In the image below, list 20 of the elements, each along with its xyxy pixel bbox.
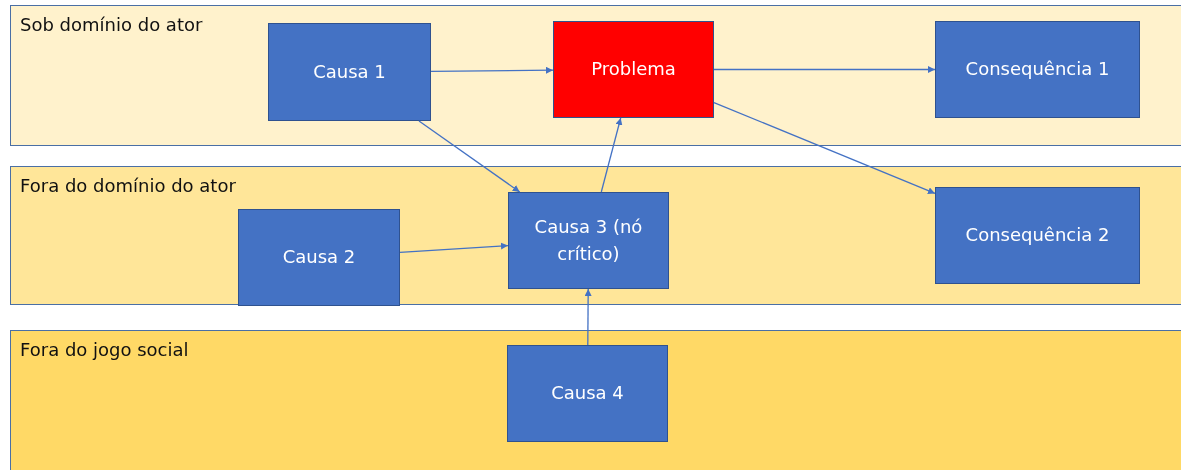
cause-box: Causa 2 bbox=[238, 209, 400, 306]
cause-box: Consequência 2 bbox=[935, 187, 1140, 284]
swimlane-band bbox=[10, 166, 1181, 305]
band-title: Sob domínio do ator bbox=[20, 14, 203, 35]
problem-box: Problema bbox=[553, 21, 714, 118]
cause-box: Causa 3 (nó crítico) bbox=[508, 192, 669, 289]
cause-box: Causa 1 bbox=[268, 23, 431, 121]
cause-box: Causa 4 bbox=[507, 345, 668, 442]
arrow bbox=[430, 66, 554, 74]
arrow bbox=[713, 101, 936, 195]
arrow bbox=[399, 242, 509, 254]
swimlane-band bbox=[10, 5, 1181, 146]
arrow bbox=[713, 66, 936, 73]
band-title: Fora do domínio do ator bbox=[20, 175, 236, 196]
swimlane-band bbox=[10, 330, 1181, 470]
arrow bbox=[600, 117, 623, 193]
cause-box: Consequência 1 bbox=[935, 21, 1140, 118]
arrow bbox=[584, 288, 592, 346]
arrow bbox=[418, 120, 521, 193]
band-title: Fora do jogo social bbox=[20, 339, 189, 360]
